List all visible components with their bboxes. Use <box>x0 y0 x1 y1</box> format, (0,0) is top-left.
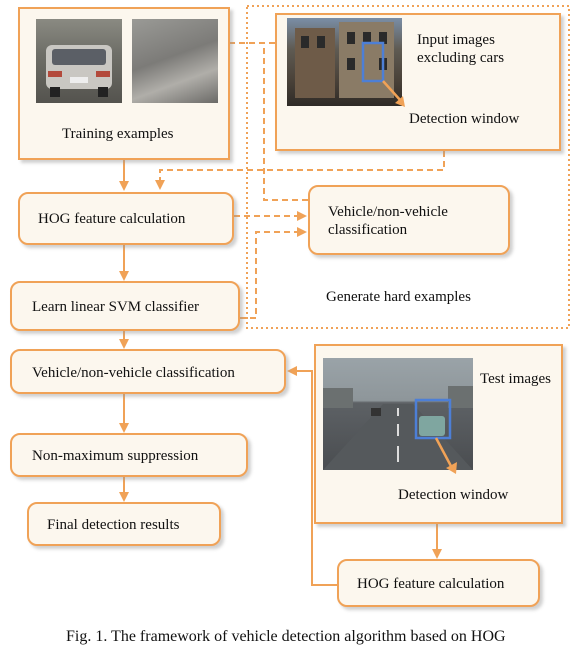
vehicle-classification-label: Vehicle/non-vehicle classification <box>32 365 235 381</box>
vehicle-classification-box: Vehicle/non-vehicle classification <box>10 349 286 394</box>
detection-window-top-label: Detection window <box>409 111 520 127</box>
nms-label: Non-maximum suppression <box>32 448 199 464</box>
training-examples-label: Training examples <box>62 126 174 142</box>
detection-window-bottom <box>414 398 457 474</box>
detection-window-top <box>361 41 405 107</box>
dashed-input-to-hog <box>155 151 445 190</box>
hard-classifier-box: Vehicle/non-vehicle classification <box>308 185 510 255</box>
arrow-hog-to-vnv <box>287 366 337 586</box>
generate-hard-examples-label: Generate hard examples <box>326 289 471 305</box>
hog-feature-label: HOG feature calculation <box>38 211 186 227</box>
test-images-label: Test images <box>480 371 552 387</box>
detection-window-bottom-label: Detection window <box>398 487 509 503</box>
hog-feature-bottom-label: HOG feature calculation <box>357 576 505 592</box>
learn-svm-label: Learn linear SVM classifier <box>32 299 200 315</box>
hard-examples-region <box>246 5 570 329</box>
learn-svm-box: Learn linear SVM classifier <box>10 281 240 331</box>
test-images-box: Test images Detection window <box>314 344 563 524</box>
nms-box: Non-maximum suppression <box>10 433 248 477</box>
car-rear-icon <box>46 45 112 97</box>
final-results-label: Final detection results <box>47 517 180 533</box>
dashed-classifier-to-training <box>263 43 308 201</box>
hard-classifier-label: Vehicle/non-vehicle classification <box>328 204 448 238</box>
building-facade-icon <box>295 22 394 98</box>
hog-feature-box: HOG feature calculation <box>18 192 234 245</box>
hog-feature-bottom-box: HOG feature calculation <box>337 559 540 607</box>
training-car-image <box>36 19 122 103</box>
street-scene-image <box>287 18 402 106</box>
road-scene-icon <box>323 386 473 470</box>
test-road-image <box>323 358 473 470</box>
dashed-svm-to-classifier <box>240 227 307 319</box>
input-images-box: Input images excluding cars Detection wi… <box>275 13 561 151</box>
figure-caption: Fig. 1. The framework of vehicle detecti… <box>66 628 506 645</box>
input-images-label: Input images excluding cars <box>417 32 505 66</box>
final-results-box: Final detection results <box>27 502 221 546</box>
training-examples-box: Training examples <box>18 7 230 160</box>
training-noncar-image <box>132 19 218 103</box>
